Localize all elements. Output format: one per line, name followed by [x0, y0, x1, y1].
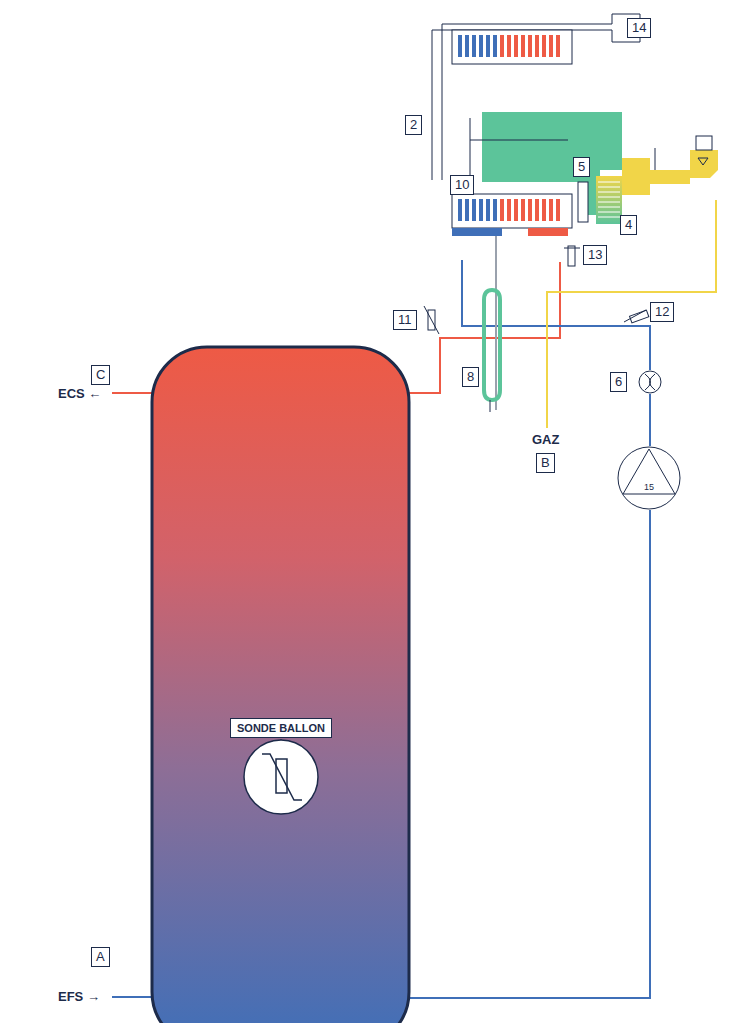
callout-number: 15 [617, 482, 681, 492]
callout-number: 10 [450, 175, 474, 195]
callout-number: 13 [583, 245, 607, 265]
pump-circle: 15 [617, 446, 681, 510]
pipe-label: ECS ← [58, 386, 101, 402]
pump-symbol [617, 446, 681, 510]
probe-label: SONDE BALLON [237, 721, 325, 735]
callout-number: C [91, 365, 110, 385]
probe-box: SONDE BALLON [230, 718, 332, 738]
callout-number: 11 [393, 310, 417, 330]
callout-number: 2 [405, 115, 422, 135]
callout-number: 5 [573, 157, 590, 177]
callout-number: B [536, 453, 555, 473]
pipe-label: GAZ [532, 432, 559, 448]
callout-number: 14 [627, 18, 651, 38]
callout-number: A [91, 947, 110, 967]
callout-number: 8 [462, 367, 479, 387]
pipe-label: EFS → [58, 989, 100, 1005]
callout-number: 12 [650, 302, 674, 322]
callout-number: 4 [620, 215, 637, 235]
callout-number: 6 [610, 372, 627, 392]
